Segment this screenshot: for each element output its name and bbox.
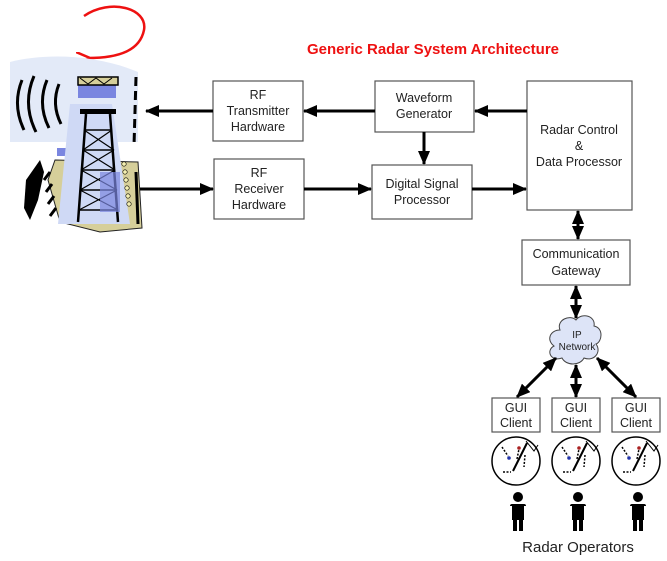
block-label: Digital Signal xyxy=(386,177,459,191)
cloud-label: Network xyxy=(559,342,597,353)
radar-scope-icon xyxy=(491,436,541,486)
block-label: GUI xyxy=(625,401,647,415)
block-label: Transmitter xyxy=(227,104,290,118)
gui-client-block: GUI Client xyxy=(551,397,601,433)
cloud-label: IP xyxy=(572,330,582,341)
block-label: Generator xyxy=(396,107,452,121)
rf-receiver-block: RF Receiver Hardware xyxy=(213,158,305,220)
block-label: Radar Control xyxy=(540,123,618,137)
block-label: RF xyxy=(250,88,267,102)
radar-operators-label: Radar Operators xyxy=(522,539,634,556)
gui-client-block: GUI Client xyxy=(491,397,541,433)
network-client1-arrow xyxy=(515,356,558,399)
person-icon xyxy=(510,492,526,531)
block-label: Client xyxy=(560,416,592,430)
digital-signal-processor-block: Digital Signal Processor xyxy=(371,164,473,220)
block-label: Client xyxy=(620,416,652,430)
connectors xyxy=(140,105,638,399)
person-icon xyxy=(630,492,646,531)
gui-client-block: GUI Client xyxy=(611,397,661,433)
block-label: Gateway xyxy=(551,264,601,278)
radar-control-data-processor-block: Radar Control & Data Processor xyxy=(526,80,633,211)
rf-transmitter-block: RF Transmitter Hardware xyxy=(212,80,304,142)
diagram-title: Generic Radar System Architecture xyxy=(307,41,559,58)
block-label: & xyxy=(575,139,584,153)
block-label: Processor xyxy=(394,193,450,207)
block-label: GUI xyxy=(505,401,527,415)
radar-scope-icon xyxy=(611,436,661,486)
block-label: Communication xyxy=(533,247,620,261)
ip-network-cloud: IP Network xyxy=(549,315,602,365)
block-label: Client xyxy=(500,416,532,430)
block-label: Receiver xyxy=(234,182,283,196)
block-label: RF xyxy=(251,166,268,180)
rotation-arrow-icon xyxy=(84,5,146,58)
block-label: Data Processor xyxy=(536,155,622,169)
block-label: Waveform xyxy=(396,91,453,105)
radar-scope-icon xyxy=(551,436,601,486)
block-label: GUI xyxy=(565,401,587,415)
communication-gateway-block: Communication Gateway xyxy=(521,239,631,286)
network-client3-arrow xyxy=(595,356,638,399)
person-icon xyxy=(570,492,586,531)
block-label: Hardware xyxy=(232,198,286,212)
block-label: Hardware xyxy=(231,120,285,134)
waveform-generator-block: Waveform Generator xyxy=(374,80,475,133)
radar-antenna-tower-icon xyxy=(10,56,143,233)
